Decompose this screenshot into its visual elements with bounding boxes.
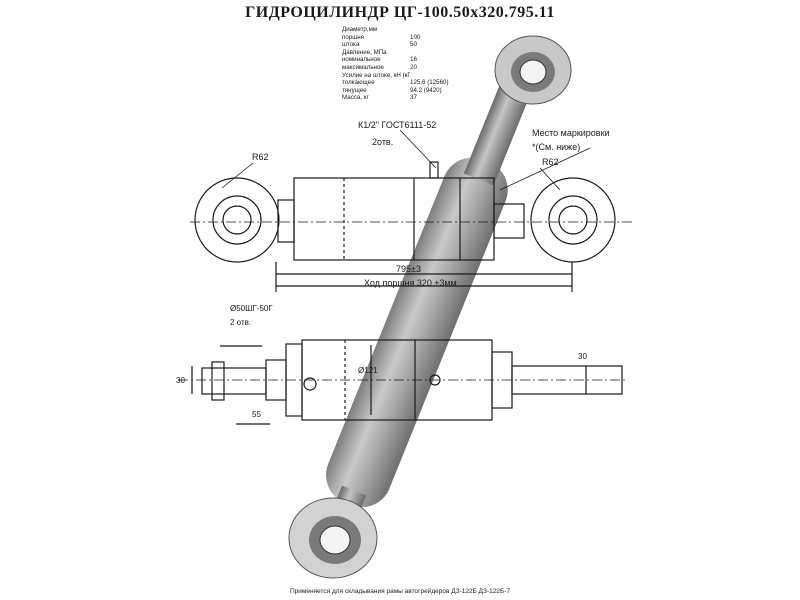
diameter-121-label: Ø121 <box>358 366 378 375</box>
spec-value: 16 <box>410 56 417 64</box>
spec-label: максимальное <box>342 63 384 71</box>
spec-label: толкающее <box>342 79 375 87</box>
length-dimension: 795±3 <box>396 264 421 274</box>
eye-bottom-3d <box>288 497 378 579</box>
pin-dimension: Ø50ШГ-50Г <box>230 304 273 313</box>
radius-left-label: R62 <box>252 152 269 162</box>
spec-row: Масса, кг 37 <box>342 94 482 102</box>
marking-place-label: Место маркировки <box>532 128 610 138</box>
spec-row: Диаметр,мм <box>342 26 482 34</box>
drawing-title: ГИДРОЦИЛИНДР ЦГ-100.50х320.795.11 <box>245 4 555 21</box>
spec-label: Диаметр,мм <box>342 26 378 33</box>
spec-value <box>410 49 482 57</box>
spec-value <box>410 26 482 34</box>
spec-row: Давление, МПа <box>342 49 482 57</box>
spec-value: 94.2 (9420) <box>410 86 442 94</box>
spec-row: поршня 100 <box>342 34 482 42</box>
spec-value: 37 <box>410 94 417 102</box>
dim-55-label: 55 <box>252 410 261 419</box>
spec-value: 20 <box>410 63 417 71</box>
spec-row: тянущее 94.2 (9420) <box>342 87 482 95</box>
port-thread-label: К1/2" ГОСТ6111-52 <box>358 120 437 130</box>
application-note: Применяется для складывания рамы автогре… <box>289 588 511 595</box>
spec-label: Масса, кг <box>342 94 369 102</box>
radius-right-label: R62 <box>542 157 559 167</box>
spec-value: 125.6 (12560) <box>410 79 449 87</box>
spec-row: максимальное 20 <box>342 64 482 72</box>
spec-label: Усилие на штоке, кН (кГ) <box>342 71 410 79</box>
width-left-dimension: 30 <box>176 376 185 385</box>
spec-value: 100 <box>410 33 421 41</box>
spec-label: номинальное <box>342 56 381 64</box>
port-holes-label: 2отв. <box>372 137 394 147</box>
spec-label: тянущее <box>342 86 367 94</box>
spec-value <box>410 72 482 80</box>
spec-row: штока 50 <box>342 41 482 49</box>
side-view <box>190 129 635 292</box>
spec-row: толкающее 125.6 (12560) <box>342 79 482 87</box>
stroke-dimension: Ход поршня 320 ±3мм <box>364 278 457 288</box>
spec-row: номинальное 16 <box>342 56 482 64</box>
eye-top-3d <box>494 35 572 105</box>
spec-label: Давление, МПа <box>342 48 387 56</box>
spec-label: штока <box>342 41 360 49</box>
pin-holes-label: 2 отв. <box>230 318 252 327</box>
spec-row: Усилие на штоке, кН (кГ) <box>342 72 482 80</box>
spec-label: поршня <box>342 33 364 41</box>
spec-value: 50 <box>410 41 417 49</box>
width-right-dimension: 30 <box>578 352 587 361</box>
see-below-label: *(См. ниже) <box>532 142 581 152</box>
top-view <box>178 339 625 425</box>
spec-table: Диаметр,мм поршня 100 штока 50 Давление, М… <box>342 26 482 102</box>
